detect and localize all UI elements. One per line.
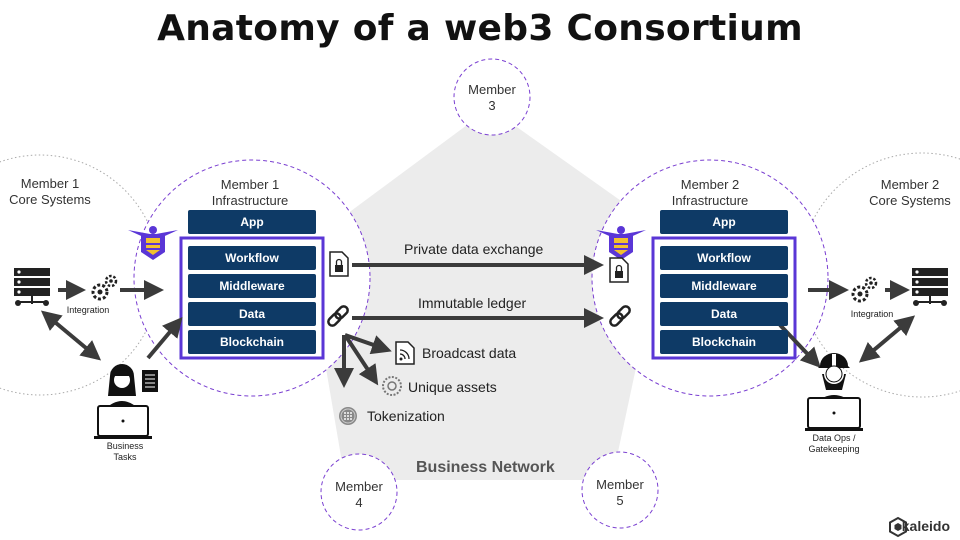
m2-data-layer: Data <box>660 302 788 326</box>
m1-workflow-layer: Workflow <box>188 246 316 270</box>
server-rack-icon <box>14 268 50 306</box>
m2-app-layer: App <box>660 210 788 234</box>
member-3-label: Member 3 <box>468 82 516 113</box>
m1-tasks-to-stack-arrow <box>146 316 183 360</box>
m2-workflow-layer: Workflow <box>660 246 788 270</box>
member-5-circle <box>581 451 659 529</box>
chain-link-icon <box>609 305 631 327</box>
private-exchange-label: Private data exchange <box>404 241 544 257</box>
hardhat-worker-icon <box>805 353 863 431</box>
member-3-circle <box>453 58 531 136</box>
gears-icon <box>91 274 118 301</box>
member-4-label: Member 4 <box>335 479 383 510</box>
kaleido-logo-icon <box>889 516 907 538</box>
m1-core-tasks-arrow <box>40 310 102 361</box>
m1-integration-label: Integration <box>66 305 110 315</box>
brand-name: kaleido <box>901 518 950 534</box>
broadcast-label: Broadcast data <box>422 345 517 361</box>
gears-icon <box>851 276 878 303</box>
m1-middleware-layer: Middleware <box>188 274 316 298</box>
member-5-label: Member 5 <box>596 477 644 508</box>
m1-data-layer: Data <box>188 302 316 326</box>
chain-link-icon <box>327 305 349 327</box>
m2-middleware-layer: Middleware <box>660 274 788 298</box>
member-1-stack-frame <box>179 236 325 360</box>
bee-badge-icon <box>596 226 646 260</box>
member-2-stack-frame <box>651 236 797 360</box>
m1-blockchain-layer: Blockchain <box>188 330 316 354</box>
tokenization-label: Tokenization <box>367 408 445 424</box>
business-tasks-label: Business Tasks <box>106 441 144 462</box>
m2-core-ops-arrow <box>858 315 916 363</box>
m1-app-layer: App <box>188 210 316 234</box>
unique-asset-icon <box>382 376 402 396</box>
broadcast-arrow <box>344 333 392 355</box>
m2-integration-label: Integration <box>850 309 894 319</box>
member-2-infra-label: Member 2 Infrastructure <box>671 177 749 208</box>
member-2-core-label: Member 2 Core Systems <box>869 177 951 208</box>
member-2-core-circle <box>799 152 960 398</box>
token-coin-icon <box>339 407 357 425</box>
data-ops-label: Data Ops / Gatekeeping <box>808 433 860 454</box>
locked-document-icon <box>609 257 629 283</box>
business-network-label: Business Network <box>416 459 555 476</box>
server-rack-icon <box>912 268 948 306</box>
user-laptop-icon <box>94 364 158 439</box>
m2-blockchain-layer: Blockchain <box>660 330 788 354</box>
member-1-core-label: Member 1 Core Systems <box>9 176 91 207</box>
member-4-circle <box>320 453 398 531</box>
bee-badge-icon <box>128 226 178 260</box>
immutable-ledger-label: Immutable ledger <box>418 295 527 311</box>
locked-document-icon <box>329 251 349 277</box>
member-1-infra-label: Member 1 Infrastructure <box>211 177 289 208</box>
unique-assets-label: Unique assets <box>408 379 497 395</box>
unique-assets-arrow <box>343 333 379 386</box>
broadcast-document-icon <box>395 341 415 365</box>
page-title: Anatomy of a web3 Consortium <box>157 8 803 49</box>
business-network-area <box>305 108 665 480</box>
